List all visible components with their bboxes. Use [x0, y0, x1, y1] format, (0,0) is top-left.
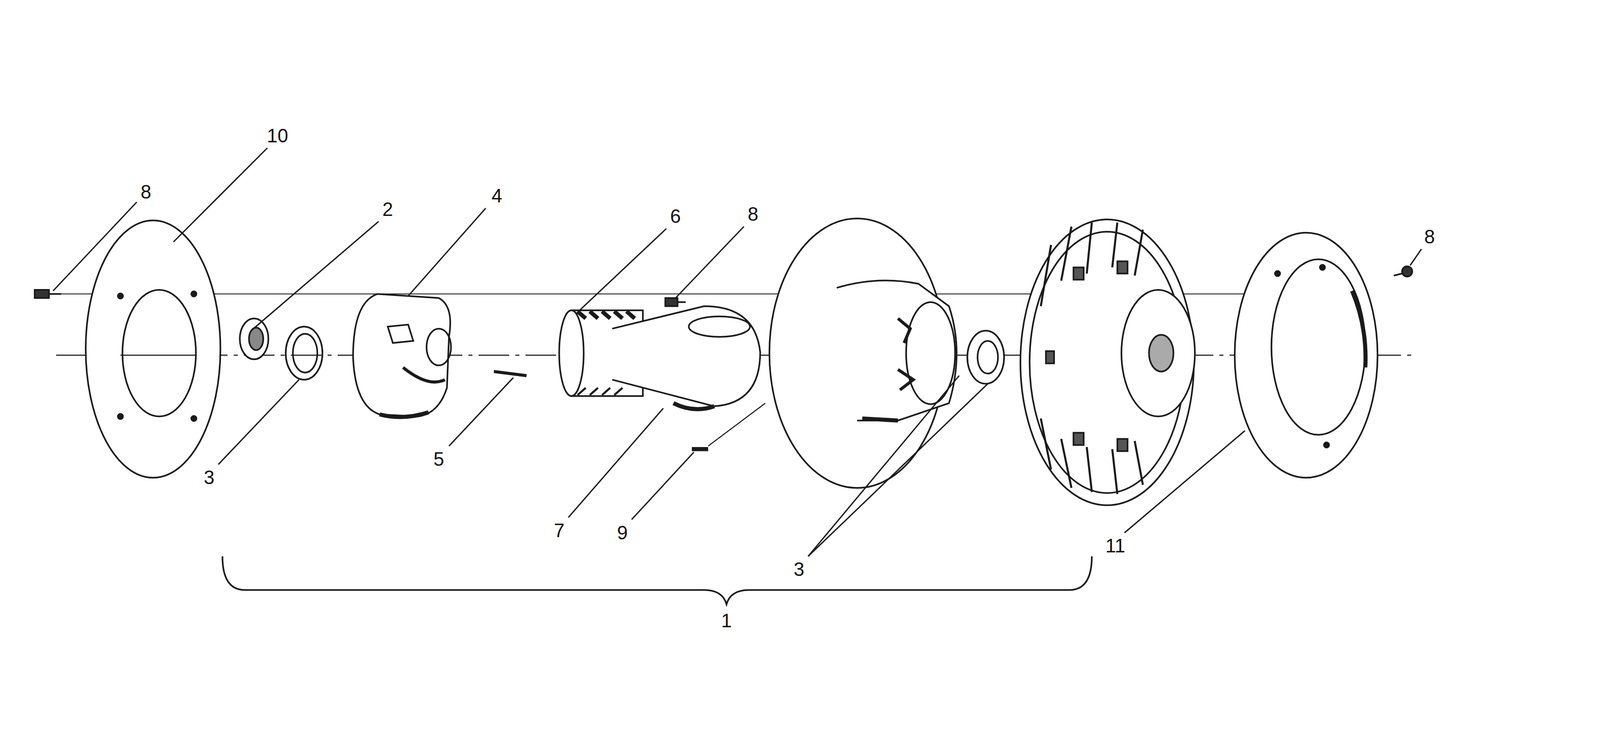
callout-number: 4 — [489, 185, 504, 207]
callout-number: 10 — [265, 125, 291, 147]
bracket — [222, 555, 1092, 604]
callout-number: 8 — [746, 203, 760, 225]
callout-number: 5 — [431, 448, 446, 470]
callout-number: 8 — [138, 181, 153, 203]
pin — [493, 371, 527, 376]
callout-number: 2 — [380, 198, 395, 220]
callout-number: 1 — [719, 609, 734, 631]
callout-number: 3 — [202, 466, 217, 488]
screw — [1393, 266, 1413, 277]
callout-number: 3 — [791, 558, 806, 580]
bearing — [239, 318, 269, 360]
fixed-sheave — [1020, 219, 1195, 506]
cover-plate — [85, 220, 221, 478]
callout-number: 6 — [668, 205, 683, 227]
leader-lines — [53, 147, 1422, 556]
washer — [285, 326, 323, 380]
callout-number: 9 — [615, 522, 630, 543]
screw — [665, 297, 686, 307]
spider — [353, 293, 452, 417]
callout-number: 8 — [1422, 226, 1437, 248]
hub — [612, 305, 760, 409]
callout-number: 7 — [552, 519, 566, 541]
washer — [967, 330, 1005, 384]
pin — [691, 446, 709, 451]
cover — [1234, 232, 1378, 478]
screw — [34, 289, 62, 298]
callout-number: 11 — [1103, 535, 1128, 556]
movable-sheave — [769, 218, 957, 488]
